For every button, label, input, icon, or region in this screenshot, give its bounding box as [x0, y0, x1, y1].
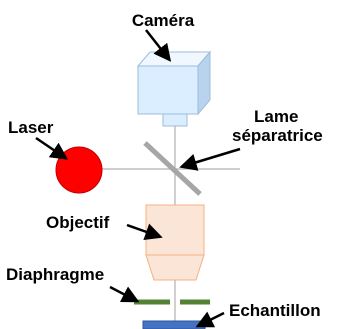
splitter-label-line1: Lame: [254, 107, 298, 126]
camera-arrow: [145, 29, 172, 62]
sample-slide: [142, 320, 206, 329]
objective-arrow: [126, 223, 163, 241]
sample-label: Echantillon: [229, 301, 321, 320]
splitter-label-line2: séparatrice: [232, 126, 323, 145]
laser-arrow: [35, 136, 69, 160]
diaphragm-label: Diaphragme: [6, 265, 104, 284]
beam-splitter: [143, 141, 202, 196]
laser-icon: [55, 146, 103, 194]
camera-label: Caméra: [132, 11, 195, 30]
sample-arrow: [195, 311, 225, 328]
objective-body: [145, 204, 205, 256]
splitter-arrow: [179, 147, 241, 171]
objective-label: Objectif: [46, 213, 110, 232]
objective-icon: [145, 204, 205, 281]
camera-front-face: [137, 65, 199, 115]
objective-tip: [145, 254, 205, 281]
laser-label: Laser: [8, 118, 54, 137]
diaphragm-arrow: [109, 285, 140, 303]
camera-icon: [136, 50, 212, 127]
